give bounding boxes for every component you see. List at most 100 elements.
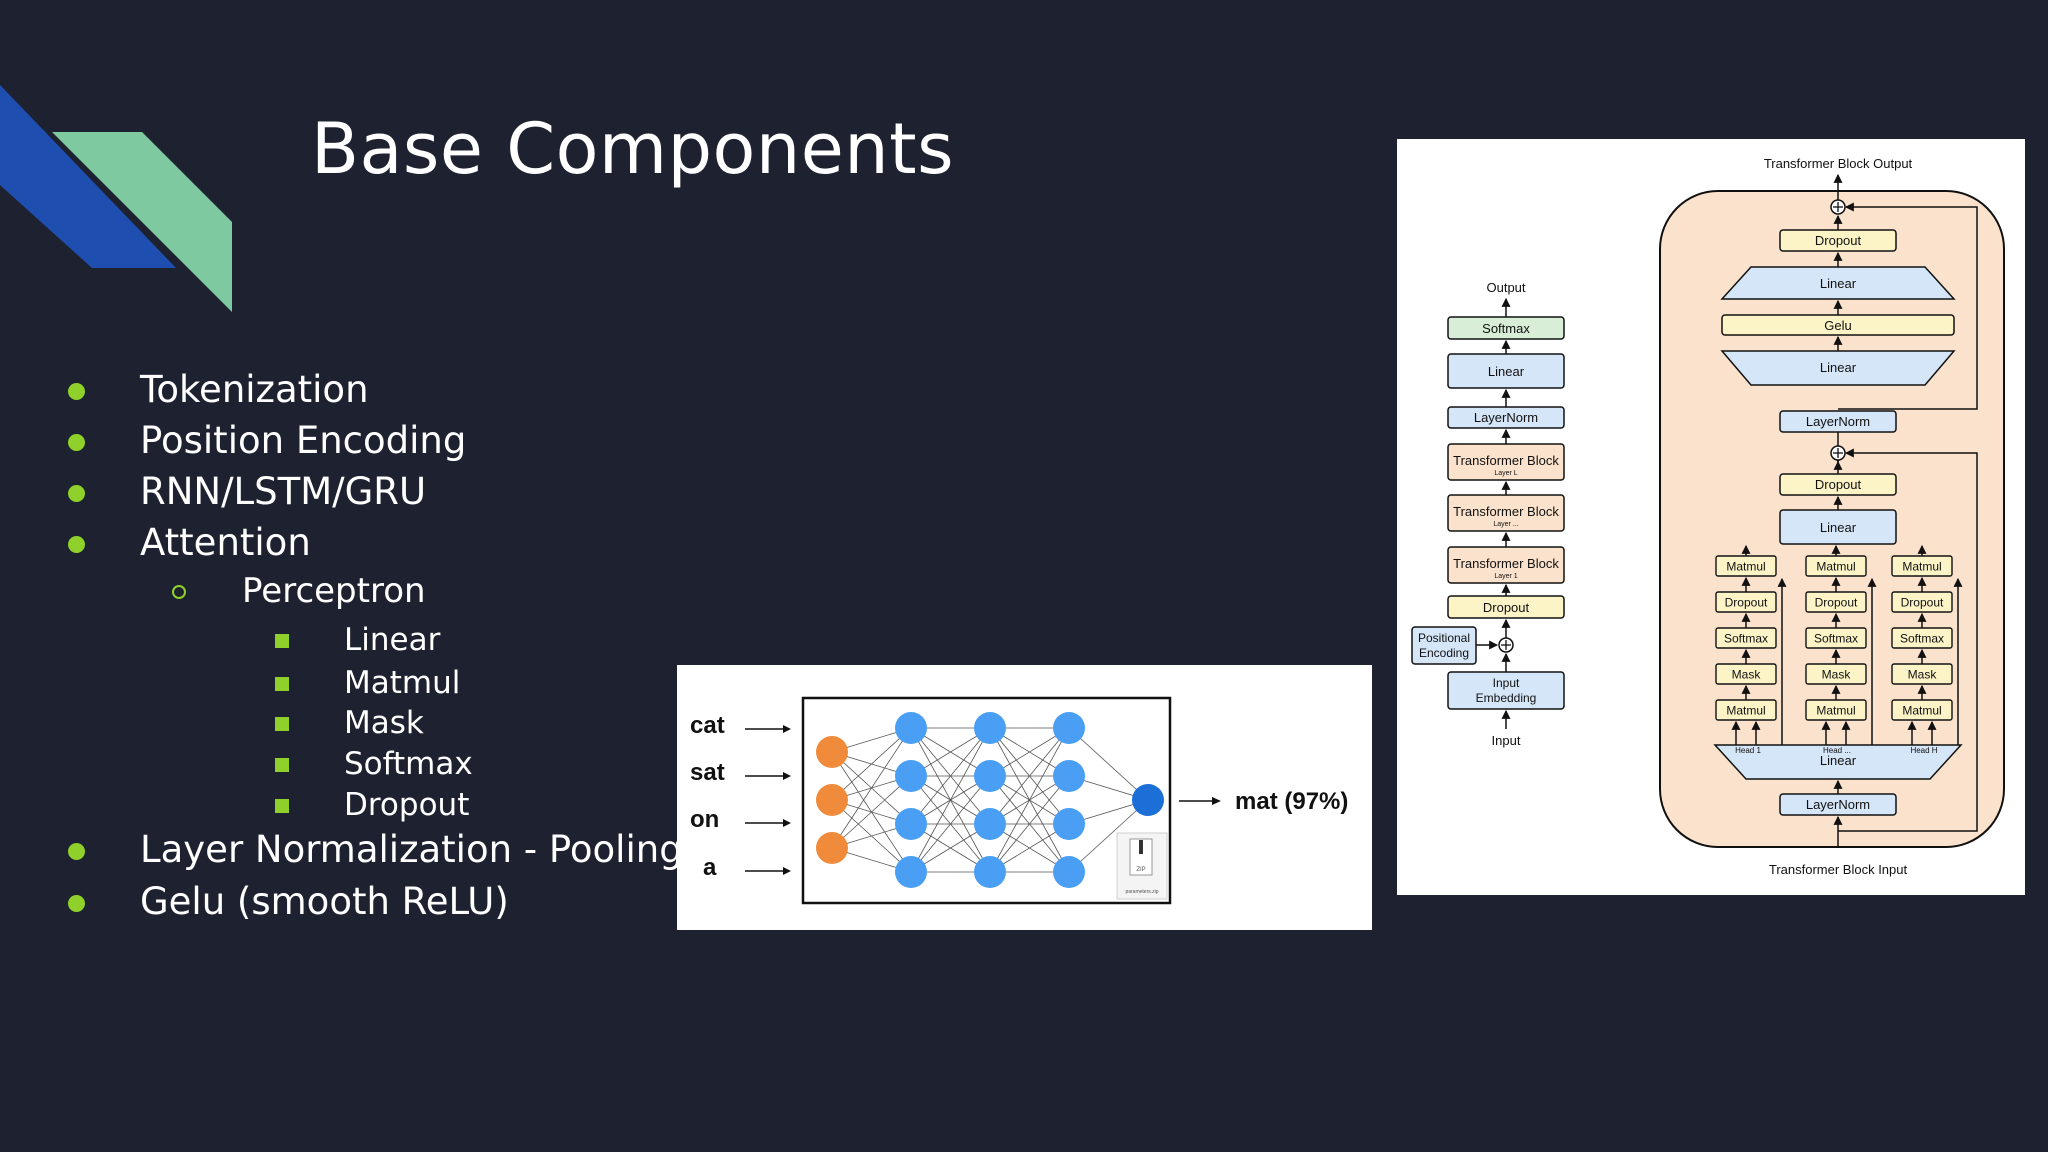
residual-add-upper: [1830, 199, 1846, 215]
head-op-box: [1805, 663, 1867, 685]
stack-positional-encoding-line-1: Positional: [1418, 631, 1470, 645]
head-op-label: Matmul: [1726, 560, 1765, 574]
block-linear-attn-box: [1779, 509, 1897, 545]
hidden-node: [1053, 760, 1085, 792]
nn-connection: [910, 727, 991, 825]
file-icon: ZIP parameters.zip: [1116, 832, 1168, 900]
sub-sub-bullet-marker: [275, 717, 289, 731]
head-op-label: Matmul: [1902, 704, 1941, 718]
nn-input-arrowhead: [783, 725, 791, 733]
block-gelu: Gelu: [1824, 318, 1851, 333]
bullet-marker: [68, 434, 85, 451]
bullet-perceptron: Perceptron: [242, 571, 426, 611]
hidden-node: [1053, 808, 1085, 840]
stack-layernorm-box: [1447, 406, 1565, 429]
head-op-label: Softmax: [1724, 632, 1768, 646]
nn-input-arrowhead: [783, 867, 791, 875]
head-op-box: [1715, 663, 1777, 685]
head-op-label: Dropout: [1901, 596, 1944, 610]
head-op-box: [1715, 699, 1777, 721]
head-op-label: Matmul: [1902, 560, 1941, 574]
block-linear-qkv-box: [1713, 744, 1963, 780]
input-node: [816, 832, 848, 864]
block-linear-expand: Linear: [1820, 276, 1857, 291]
hidden-node: [895, 712, 927, 744]
bullet-marker: [68, 843, 85, 860]
bullet-dropout: Dropout: [344, 787, 470, 823]
hidden-node: [895, 856, 927, 888]
nn-connection: [1068, 727, 1149, 801]
zip-icon-label: ZIP: [1136, 867, 1145, 873]
nn-connection: [831, 727, 912, 849]
stack-dropout-box: [1447, 595, 1565, 619]
block-layernorm-bottom-box: [1779, 793, 1897, 816]
block-dropout-top-box: [1779, 229, 1897, 252]
transformer-architecture-figure: Transformer Block Output Transformer Blo…: [1397, 139, 2025, 895]
stack-block-layer-1-sub: Layer 1: [1494, 573, 1517, 580]
output-node: [1132, 784, 1164, 816]
bullet-attention: Attention: [140, 521, 311, 564]
block-layernorm-top: LayerNorm: [1806, 414, 1870, 429]
nn-input-arrowhead: [783, 819, 791, 827]
hidden-node: [1053, 856, 1085, 888]
head-op-label: Dropout: [1815, 596, 1858, 610]
head-op-label: Mask: [1822, 668, 1852, 682]
nn-connection: [1068, 799, 1149, 873]
block-linear-attn: Linear: [1820, 520, 1857, 535]
bullet-rnn-lstm-gru: RNN/LSTM/GRU: [140, 470, 427, 513]
stack-input-label: Input: [1492, 733, 1521, 748]
stack-block-layer-1: Transformer Block: [1453, 556, 1559, 571]
head-op-label: Softmax: [1814, 632, 1858, 646]
stack-linear: Linear: [1488, 364, 1525, 379]
stack-block-layer-l: Transformer Block: [1453, 453, 1559, 468]
block-dropout-mid: Dropout: [1815, 477, 1862, 492]
nn-nodes: [816, 712, 1164, 888]
block-linear-qkv: Linear: [1820, 753, 1857, 768]
bullet-tokenization: Tokenization: [140, 368, 369, 411]
stack-linear-box: [1447, 353, 1565, 389]
block-linear-contract: Linear: [1820, 360, 1857, 375]
stack-layernorm: LayerNorm: [1474, 410, 1538, 425]
stack-softmax: Softmax: [1482, 321, 1530, 336]
input-node: [816, 736, 848, 768]
bullet-list: Tokenization Position Encoding RNN/LSTM/…: [0, 0, 683, 1152]
stack-input-embedding-line-1: Input: [1493, 676, 1520, 690]
bullet-gelu: Gelu (smooth ReLU): [140, 880, 509, 923]
file-caption: parameters.zip: [1125, 889, 1158, 895]
bullet-marker: [68, 485, 85, 502]
head-op-box: [1891, 663, 1953, 685]
nn-connection: [831, 775, 912, 849]
slide-title: Base Components: [311, 108, 955, 190]
zip-icon-zipper: [1139, 840, 1143, 854]
zip-icon: [1129, 838, 1153, 876]
stack-input-embedding-line-2: Embedding: [1476, 691, 1537, 705]
residual-add-lower: [1830, 445, 1846, 461]
hidden-node: [1053, 712, 1085, 744]
bullet-linear: Linear: [344, 622, 441, 658]
head-op-label: Softmax: [1900, 632, 1944, 646]
stack-add-circle: [1498, 637, 1514, 653]
corner-decoration: [0, 85, 232, 312]
stack-positional-encoding-line-2: Encoding: [1419, 646, 1469, 660]
head-op-box: [1805, 699, 1867, 721]
stack-block-layer-mid-box: [1447, 494, 1565, 532]
block-input-label: Transformer Block Input: [1769, 862, 1908, 877]
sub-sub-bullet-marker: [275, 634, 289, 648]
stack-input-embedding-box: [1447, 671, 1565, 710]
block-dropout-top: Dropout: [1815, 233, 1862, 248]
nn-connection: [989, 727, 1070, 873]
nn-input-arrows: [745, 725, 791, 875]
nn-connection: [989, 727, 1070, 825]
sub-sub-bullet-marker: [275, 677, 289, 691]
head-op-box: [1715, 627, 1777, 649]
nn-output-label: mat (97%): [1235, 788, 1348, 815]
stack-block-layer-l-box: [1447, 443, 1565, 481]
transformer-diagram: Transformer Block Output Transformer Blo…: [1411, 156, 2005, 877]
head-op-label: Dropout: [1725, 596, 1768, 610]
head-mid-label: Head ...: [1823, 746, 1851, 755]
stack-block-layer-l-sub: Layer L: [1494, 470, 1517, 477]
neural-network-figure: ZIP parameters.zip mat (97%) cat sat on …: [677, 665, 1372, 930]
bullet-position-encoding: Position Encoding: [140, 419, 467, 462]
hidden-node: [895, 808, 927, 840]
